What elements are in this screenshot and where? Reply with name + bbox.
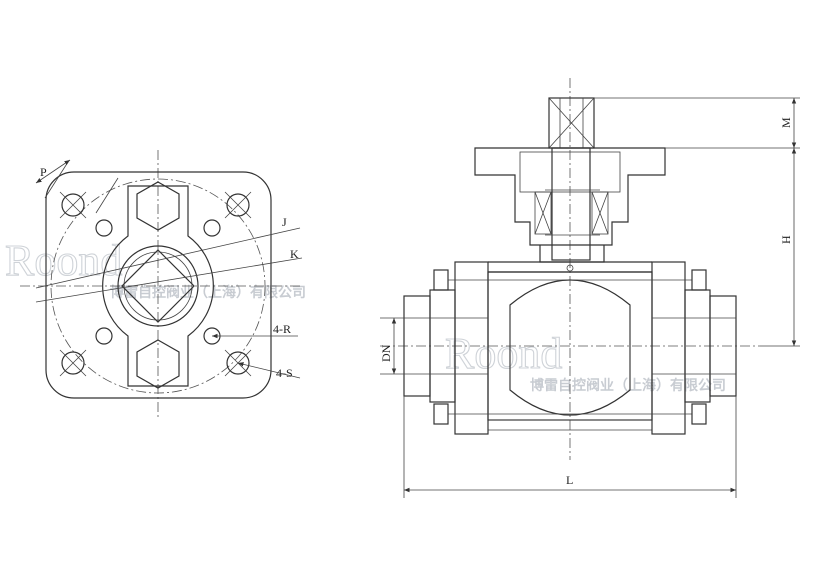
corner-hole-br <box>226 351 250 375</box>
right-pipe-end <box>709 295 737 397</box>
watermark-right: Roond 博雷自控阀业（上海）有限公司 <box>444 328 726 394</box>
small-hole-tr <box>203 219 221 237</box>
watermark-company-right: 博雷自控阀业（上海）有限公司 <box>530 377 726 394</box>
corner-hole-tr <box>226 193 250 217</box>
small-hole-bl <box>95 327 113 345</box>
watermark-brand-right: Roond <box>445 329 562 378</box>
small-hole-tl <box>95 219 113 237</box>
label-k: K <box>290 247 299 261</box>
left-pipe-end <box>403 295 431 397</box>
mounting-plate-outline <box>45 171 272 399</box>
right-flange <box>651 261 686 435</box>
pad-inner <box>519 151 621 193</box>
stem <box>551 147 591 261</box>
hex-nut-bottom <box>136 339 180 389</box>
dimension-p-line <box>35 159 71 184</box>
leader-4s <box>237 362 301 379</box>
mounting-pad <box>474 147 666 246</box>
stem-pin <box>566 264 574 272</box>
dimension-k-line <box>35 257 303 303</box>
stem-bore-inner <box>123 251 193 321</box>
valve-section-view: M H DN L <box>379 78 800 498</box>
hex-nut-top <box>136 181 180 231</box>
stem-square <box>121 249 195 323</box>
watermark-company-left: 博雷自控阀业（上海）有限公司 <box>110 284 306 301</box>
corner-hole-bl <box>61 351 85 375</box>
packing <box>534 191 609 235</box>
label-j: J <box>282 215 287 229</box>
label-dn: DN <box>379 344 393 362</box>
corner-hole-tl <box>61 193 85 217</box>
stem-bore-outer <box>117 245 199 327</box>
watermark-brand-left: Roond <box>5 236 122 285</box>
watermark-left: Roond 博雷自控阀业（上海）有限公司 <box>4 235 306 301</box>
flange-bolts <box>433 269 707 425</box>
central-boss <box>102 185 214 387</box>
label-h: H <box>779 235 793 244</box>
flange-top-view: P J K 4-R 4-S <box>20 150 303 420</box>
label-4s: 4-S <box>276 366 293 380</box>
label-m: M <box>779 117 793 128</box>
label-p: P <box>40 165 47 179</box>
bolt-circle <box>50 178 266 394</box>
dimension-j-line <box>35 227 301 289</box>
label-4r: 4-R <box>273 322 291 336</box>
label-l: L <box>566 473 573 487</box>
